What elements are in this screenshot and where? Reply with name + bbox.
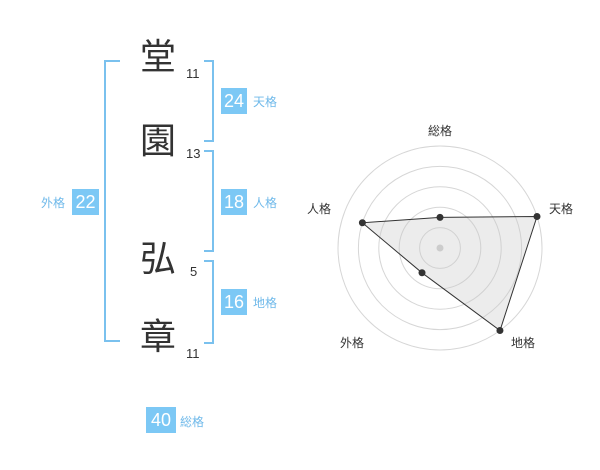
radar-polygon [361, 215, 538, 332]
radar-ring [378, 186, 502, 310]
radar-ring [398, 206, 482, 290]
radar-label-tenkaku: 天格 [549, 202, 574, 216]
gaikaku-value-badge: 22 [72, 189, 99, 215]
radar-point-5 [358, 219, 366, 227]
gaikaku-label: 外格 [41, 196, 66, 210]
name-char-3: 弘 [140, 239, 177, 280]
radar-point-3 [496, 327, 504, 335]
tenkaku-bracket [204, 60, 214, 142]
stroke-count-1: 11 [186, 66, 200, 81]
name-char-2: 園 [140, 121, 177, 162]
soukaku-label: 総格 [180, 415, 205, 429]
stroke-count-2: 13 [186, 146, 201, 161]
radar-label-gaikaku: 外格 [340, 336, 365, 350]
jinkaku-value-badge: 18 [221, 189, 247, 215]
jinkaku-label: 人格 [253, 196, 278, 210]
radar-label-jinkaku: 人格 [307, 202, 332, 216]
radar-label-chikaku: 地格 [511, 336, 536, 350]
name-char-4: 章 [140, 317, 177, 358]
radar-ring [337, 145, 543, 351]
chikaku-value-badge: 16 [221, 289, 247, 315]
radar-label-soukaku: 総格 [428, 124, 453, 138]
radar-point-4 [418, 269, 426, 277]
gaikaku-bracket [104, 60, 120, 342]
name-char-1: 堂 [140, 37, 177, 78]
jinkaku-bracket [204, 150, 214, 252]
radar-point-2 [533, 212, 541, 220]
tenkaku-value-badge: 24 [221, 88, 247, 114]
radar-point-1 [436, 213, 444, 221]
stroke-count-4: 11 [186, 346, 200, 361]
chikaku-label: 地格 [253, 296, 278, 310]
chikaku-bracket [204, 260, 214, 344]
soukaku-value-badge: 40 [146, 407, 176, 433]
radar-center-dot [436, 244, 444, 252]
tenkaku-label: 天格 [253, 95, 278, 109]
stroke-count-3: 5 [190, 264, 198, 279]
radar-ring [419, 227, 461, 269]
radar-ring [357, 165, 523, 331]
